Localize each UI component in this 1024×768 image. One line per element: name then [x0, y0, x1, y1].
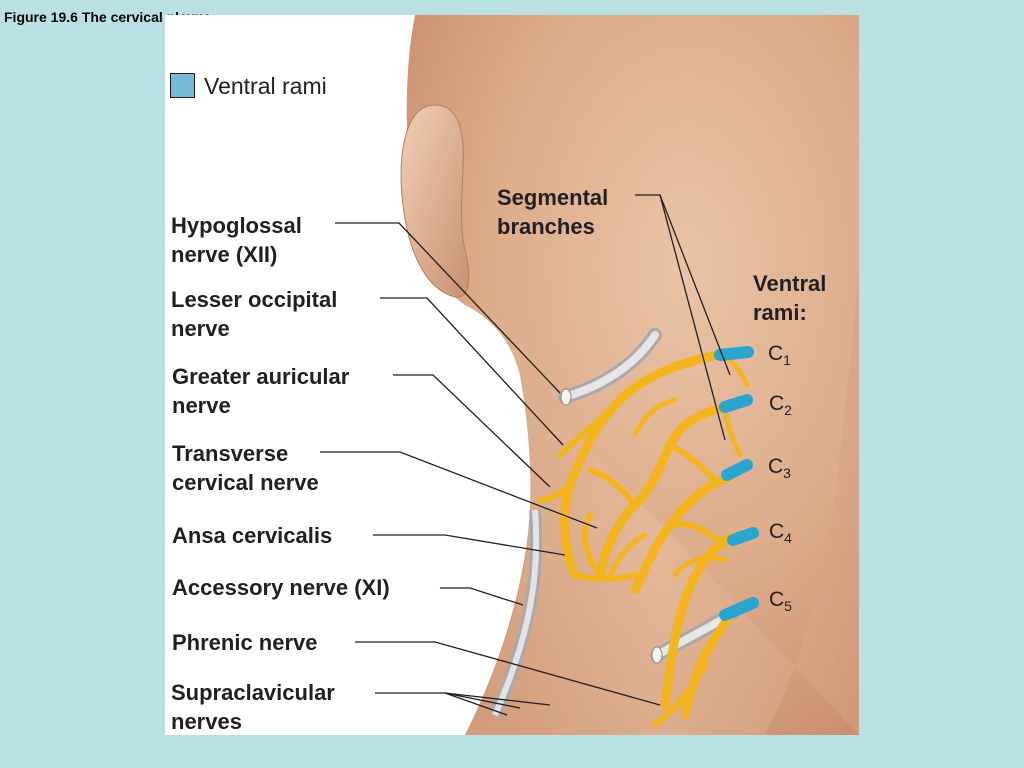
- ear: [400, 104, 470, 298]
- cervical-plexus-illustration: [320, 15, 859, 735]
- label-ansa-cervicalis: Ansa cervicalis: [172, 523, 333, 548]
- label-c1: C1: [768, 342, 791, 368]
- nerve-plexus: [537, 348, 750, 728]
- label-c3: C3: [768, 455, 791, 481]
- label-accessory-nerve: Accessory nerve (XI): [172, 575, 390, 600]
- label-c2: C2: [769, 392, 792, 418]
- legend-swatch: [170, 73, 195, 98]
- figure-caption: Figure 19.6 The cervical plexus.: [4, 9, 215, 25]
- ventral-rami-roots: [714, 346, 759, 621]
- label-c4: C4: [769, 520, 792, 546]
- leader-lines: [320, 194, 731, 716]
- label-phrenic-nerve: Phrenic nerve: [172, 630, 318, 655]
- legend-label: Ventral rami: [204, 73, 327, 99]
- head-neck-silhouette: [406, 15, 859, 735]
- label-c5: C5: [769, 588, 792, 614]
- neck-front: [465, 265, 859, 735]
